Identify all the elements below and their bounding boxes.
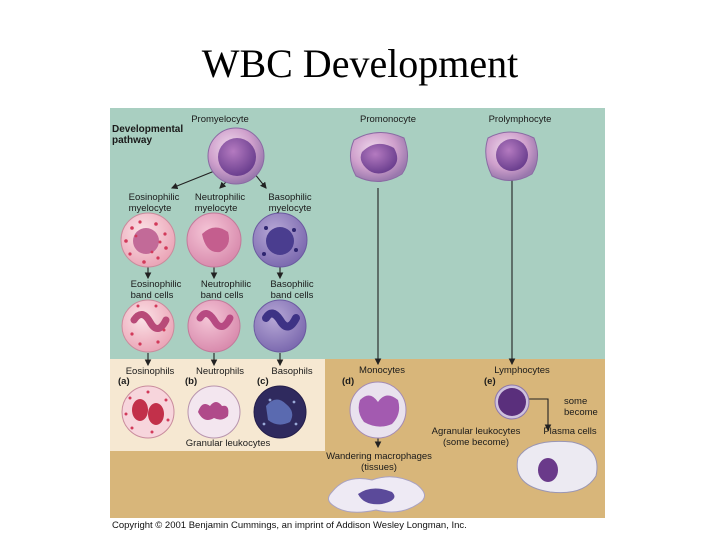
label-promyelocyte: Promyelocyte	[191, 114, 249, 125]
label-eosinophils: Eosinophils	[125, 366, 175, 377]
label-promonocyte: Promonocyte	[360, 114, 416, 125]
label-macrophages-2: (tissues)	[361, 462, 397, 473]
letter-b: (b)	[185, 376, 198, 387]
lymphocyte-cell	[494, 384, 530, 420]
label-bas-band-2: band cells	[270, 290, 314, 301]
label-lymphocytes: Lymphocytes	[494, 365, 550, 376]
label-granular: Granular leukocytes	[185, 438, 271, 449]
prolymphocyte-cell	[485, 131, 538, 181]
label-macrophages-1: Wandering macrophages	[326, 451, 432, 462]
promyelocyte-cell	[207, 127, 265, 185]
neutrophilic-band-cell	[187, 299, 241, 353]
label-plasma-cells: Plasma cells	[543, 426, 597, 437]
neutrophilic-myelocyte-cell	[186, 212, 242, 268]
label-eos-band-1: Eosinophilic	[130, 279, 182, 290]
label-agranular-2: (some become)	[443, 437, 509, 448]
pathway-label-line2: pathway	[112, 135, 153, 146]
label-some-1: some	[564, 396, 588, 407]
label-basophils: Basophils	[271, 366, 313, 377]
basophilic-myelocyte-cell	[252, 212, 308, 268]
label-eos-myelocyte-1: Eosinophilic	[128, 192, 180, 203]
letter-c: (c)	[257, 376, 269, 387]
diagram-artwork	[110, 108, 605, 518]
label-eos-band-2: band cells	[130, 290, 174, 301]
letter-e: (e)	[484, 376, 496, 387]
eosinophilic-band-cell	[121, 299, 175, 353]
wbc-development-diagram: Developmental pathway Promyelocyte Promo…	[110, 108, 605, 518]
label-bas-myelocyte-1: Basophilic	[268, 192, 312, 203]
monocyte-cell	[349, 381, 407, 439]
label-bas-myelocyte-2: myelocyte	[268, 203, 312, 214]
label-some-2: become	[564, 407, 598, 418]
label-agranular-1: Agranular leukocytes	[431, 426, 521, 437]
eosinophilic-myelocyte-cell	[120, 212, 176, 268]
label-neu-band-2: band cells	[200, 290, 244, 301]
label-neu-band-1: Neutrophilic	[200, 279, 252, 290]
eosinophil-cell	[121, 385, 175, 439]
label-bas-band-1: Basophilic	[270, 279, 314, 290]
basophilic-band-cell	[253, 299, 307, 353]
copyright-notice: Copyright © 2001 Benjamin Cummings, an i…	[112, 520, 467, 531]
promonocyte-cell	[350, 132, 408, 182]
neutrophil-cell	[187, 385, 241, 439]
basophil-cell	[253, 385, 307, 439]
letter-a: (a)	[118, 376, 130, 387]
slide-title: WBC Development	[201, 41, 519, 86]
pathway-label-line1: Developmental	[112, 124, 184, 135]
macrophage-cell	[328, 476, 425, 513]
label-eos-myelocyte-2: myelocyte	[128, 203, 172, 214]
label-prolymphocyte: Prolymphocyte	[488, 114, 552, 125]
label-neu-myelocyte-2: myelocyte	[194, 203, 238, 214]
plasma-cell	[516, 440, 598, 494]
label-neutrophils: Neutrophils	[195, 366, 245, 377]
label-monocytes: Monocytes	[359, 365, 405, 376]
letter-d: (d)	[342, 376, 355, 387]
label-neu-myelocyte-1: Neutrophilic	[194, 192, 246, 203]
